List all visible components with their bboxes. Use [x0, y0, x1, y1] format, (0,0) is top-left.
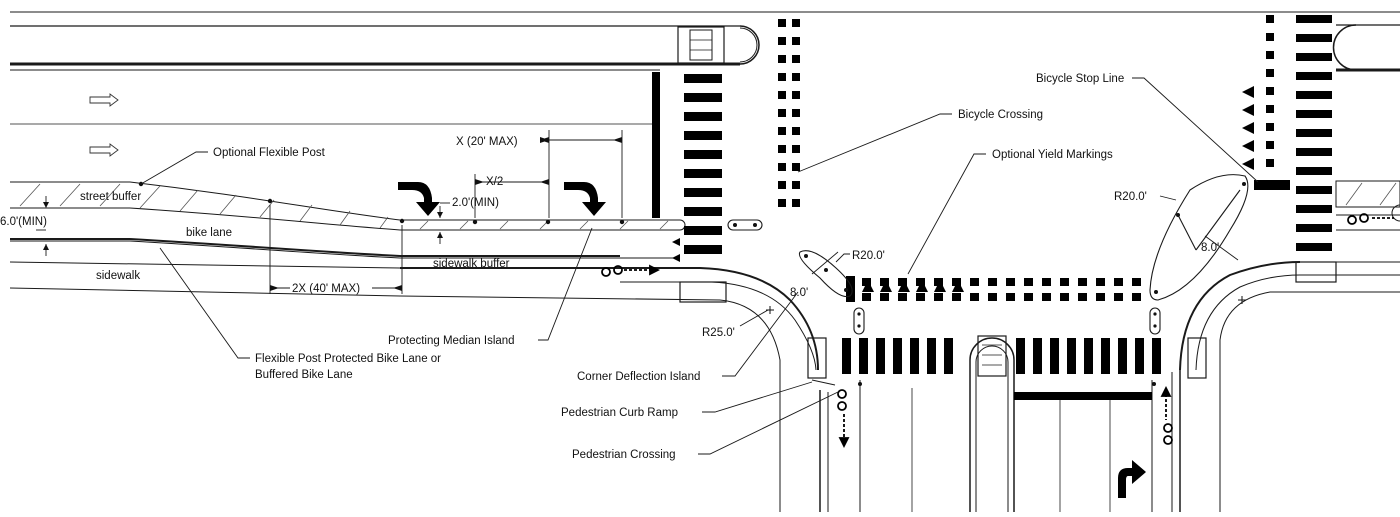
- label-8ft-right: 8.0': [1201, 242, 1219, 254]
- south-crosswalk: [842, 338, 1161, 374]
- label-sidewalk: sidewalk: [96, 270, 140, 282]
- street-buffer-hatching: [19, 182, 1397, 230]
- leader-lines: [36, 77, 1259, 455]
- radius-centers: [766, 296, 1246, 314]
- label-r20-left: R20.0': [852, 250, 885, 262]
- east-yield-markings: [672, 86, 1254, 262]
- island-posts: [733, 182, 1246, 386]
- south-stop-line: [1014, 392, 1152, 400]
- turn-arrows: [398, 182, 1146, 498]
- label-two-ft-min: 2.0'(MIN): [452, 197, 499, 209]
- west-crosswalk: [684, 74, 722, 254]
- label-8ft-left: 8.0': [790, 287, 808, 299]
- south-bicycle-crossing: [846, 276, 1141, 302]
- label-r20-right: R20.0': [1114, 191, 1147, 203]
- label-corner-deflection-island: Corner Deflection Island: [577, 371, 700, 383]
- leader-arrowheads: [43, 137, 622, 291]
- label-pedestrian-curb-ramp: Pedestrian Curb Ramp: [561, 407, 678, 419]
- label-two-x-max: 2X (40' MAX): [292, 283, 360, 295]
- east-crosswalk: [1296, 15, 1332, 251]
- label-flexible-post-protected-1: Flexible Post Protected Bike Lane or: [255, 353, 441, 365]
- label-street-buffer: street buffer: [80, 191, 141, 203]
- label-pedestrian-crossing: Pedestrian Crossing: [572, 449, 676, 461]
- labels: Optional Flexible Post street buffer bik…: [0, 73, 1219, 461]
- label-min-width: 6.0'(MIN): [0, 216, 47, 228]
- label-bike-lane: bike lane: [186, 227, 232, 239]
- east-bicycle-crossing: [1254, 15, 1290, 190]
- road-geometry: [9, 11, 1400, 512]
- label-x-half: X/2: [486, 176, 503, 188]
- label-x-max: X (20' MAX): [456, 136, 518, 148]
- label-flexible-post-protected-2: Buffered Bike Lane: [255, 369, 353, 381]
- vehicle-stop-line: [652, 72, 660, 218]
- label-optional-flexible-post: Optional Flexible Post: [213, 147, 326, 159]
- bike-symbols: [601, 213, 1394, 449]
- yield-markings: [862, 280, 964, 292]
- islands: [727, 174, 1249, 335]
- label-bicycle-stop-line: Bicycle Stop Line: [1036, 73, 1124, 85]
- label-bicycle-crossing: Bicycle Crossing: [958, 109, 1043, 121]
- label-sidewalk-buffer: sidewalk buffer: [433, 258, 510, 270]
- west-bicycle-crossing: [778, 19, 800, 207]
- label-optional-yield-markings: Optional Yield Markings: [992, 149, 1113, 161]
- label-r25: R25.0': [702, 327, 735, 339]
- lane-arrows: [89, 93, 119, 157]
- label-protecting-median-island: Protecting Median Island: [388, 335, 515, 347]
